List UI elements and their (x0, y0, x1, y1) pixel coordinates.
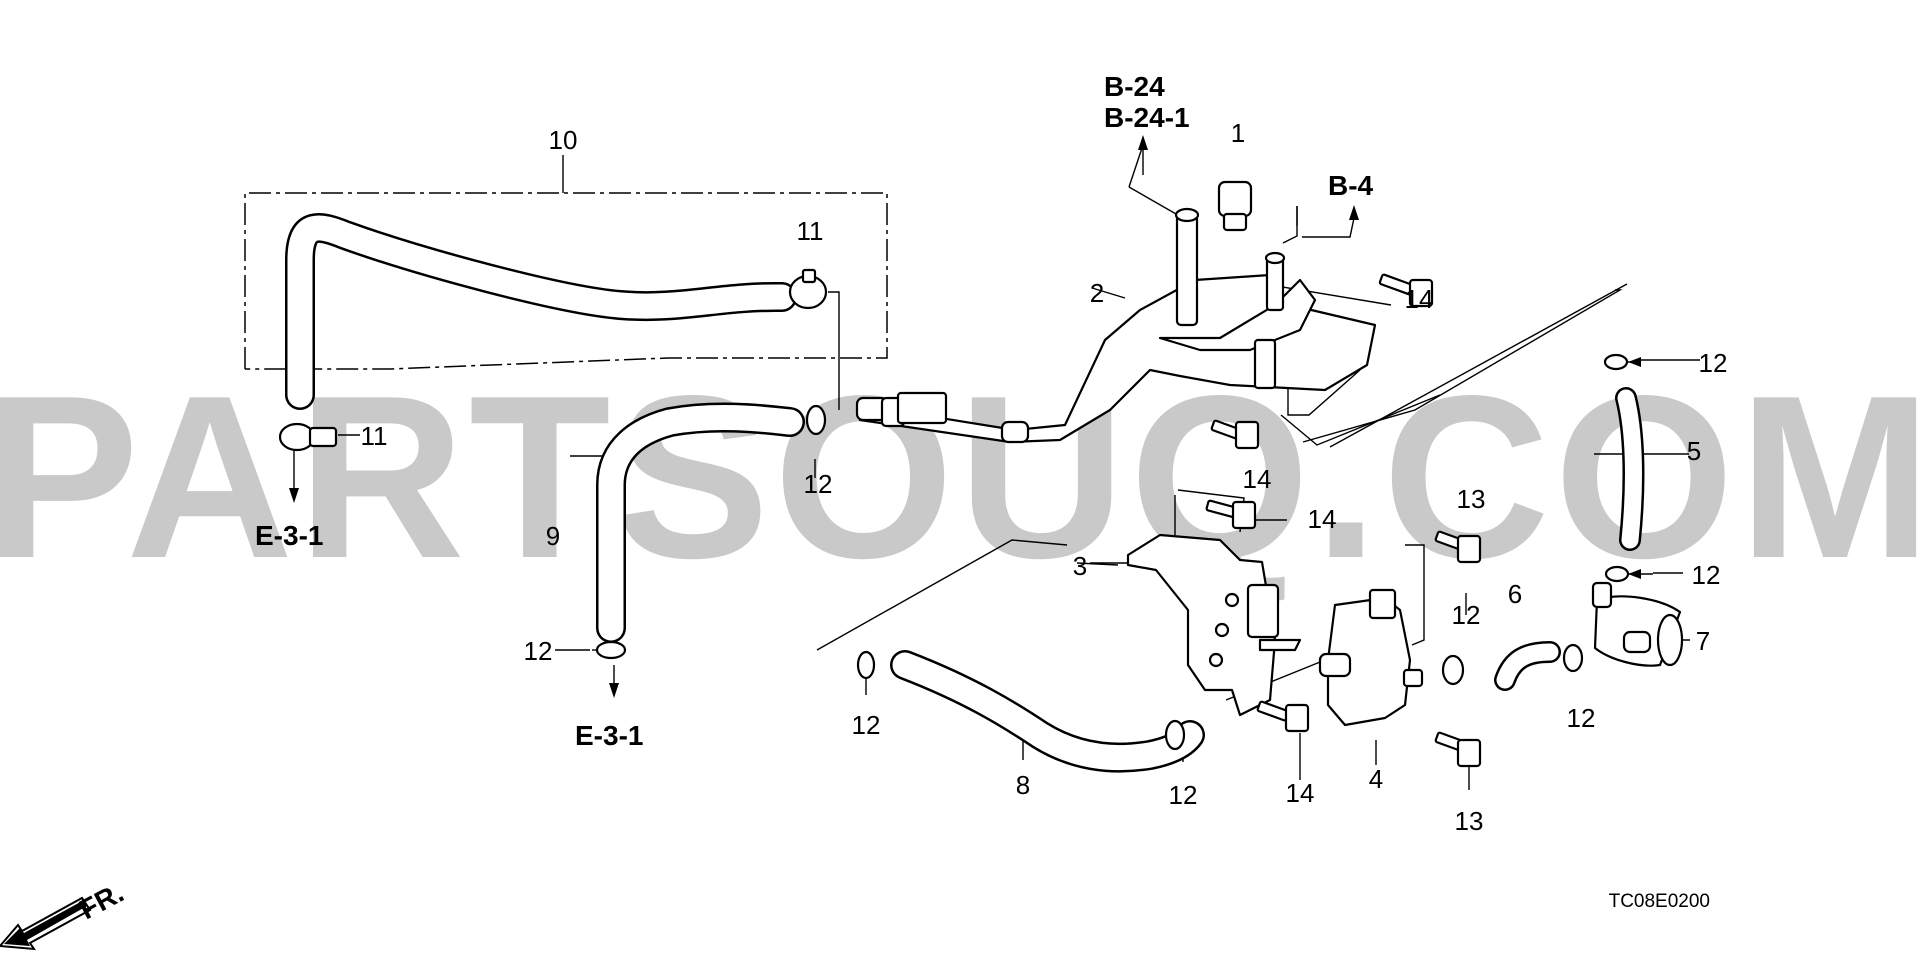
bolt-part-14 (1205, 273, 1434, 733)
callout-9: 9 (546, 521, 560, 551)
callout-4: 4 (1369, 764, 1383, 794)
ref-b-24: B-24 (1104, 71, 1165, 102)
ref-e-3-1-top: E-3-1 (255, 520, 323, 551)
reference-arrows (289, 135, 1653, 698)
hose-part-6 (1494, 641, 1561, 691)
clip-part-1 (1217, 180, 1253, 232)
callout-1: 1 (1231, 118, 1245, 148)
callout-12-h: 12 (1692, 560, 1721, 590)
pipe-part-2 (855, 207, 1377, 444)
callout-14-d: 14 (1286, 778, 1315, 808)
callout-12-f: 12 (1567, 703, 1596, 733)
ref-e-3-1-bottom: E-3-1 (575, 720, 643, 751)
callout-12-a: 12 (804, 469, 833, 499)
callout-14-b: 14 (1243, 464, 1272, 494)
callout-11-top: 11 (797, 216, 824, 246)
callout-12-e: 12 (1452, 600, 1481, 630)
solenoid-part-4 (1318, 588, 1424, 727)
callout-11-left: 11 (361, 421, 388, 451)
callout-13-bottom: 13 (1455, 806, 1484, 836)
callout-12-d: 12 (1169, 780, 1198, 810)
diagram-code: TC08E0200 (1609, 891, 1710, 912)
callout-14-a: 14 (1405, 284, 1434, 314)
hose-part-10 (285, 213, 797, 410)
hose-part-5 (1615, 387, 1645, 551)
callout-12-b: 12 (524, 636, 553, 666)
front-direction-arrow (0, 896, 92, 951)
ref-b-24-1: B-24-1 (1104, 102, 1190, 133)
watermark-text: PARTSOUQ.COM (0, 348, 1920, 607)
hose-part-9 (596, 402, 805, 643)
callout-2: 2 (1090, 278, 1104, 308)
callout-12-c: 12 (852, 710, 881, 740)
callout-10: 10 (549, 125, 578, 155)
callout-5: 5 (1687, 436, 1701, 466)
callout-12-g: 12 (1699, 348, 1728, 378)
hose-part-8 (890, 650, 1205, 773)
filter-part-7 (1591, 581, 1684, 667)
bracket-part-3 (1126, 533, 1302, 717)
callout-6: 6 (1508, 579, 1522, 609)
hose-assembly-outline (244, 155, 888, 370)
callout-7: 7 (1696, 626, 1710, 656)
callout-3: 3 (1073, 551, 1087, 581)
callout-8: 8 (1016, 770, 1030, 800)
clip-part-12 (595, 353, 1630, 751)
clamp-part-11 (278, 268, 828, 452)
bolt-part-13 (1434, 530, 1482, 768)
front-marker-label: FR. (74, 877, 128, 926)
callout-13-top: 13 (1457, 484, 1486, 514)
callout-14-c: 14 (1308, 504, 1337, 534)
ref-b-4: B-4 (1328, 170, 1374, 201)
